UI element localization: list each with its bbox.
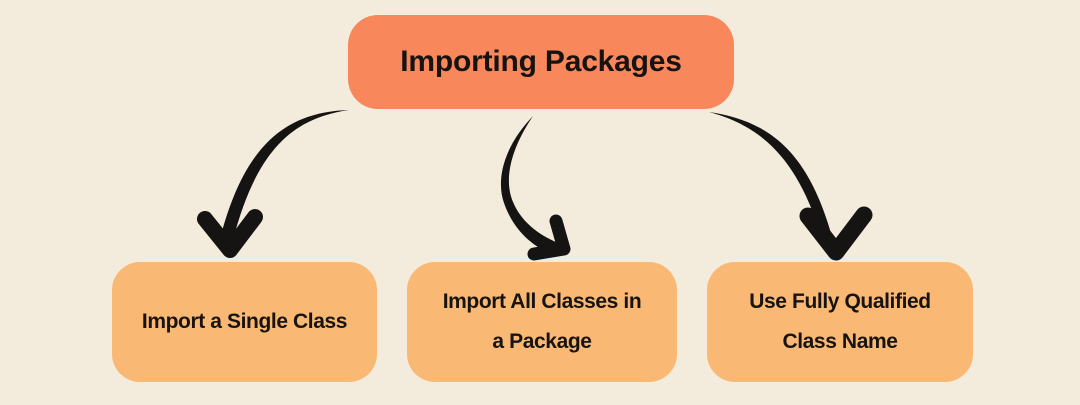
node-fully-qualified-name: Use Fully Qualified Class Name: [707, 262, 973, 382]
arrow-head-icon: [197, 209, 263, 258]
node-label: Importing Packages: [400, 45, 682, 78]
node-import-single-class: Import a Single Class: [112, 262, 377, 382]
node-label-line: a Package: [492, 330, 592, 353]
node-import-all-classes: Import All Classes in a Package: [407, 262, 677, 382]
arrow-head-icon: [527, 214, 571, 261]
arrow-body: [709, 112, 833, 240]
arrow-to-import-single-class: [197, 110, 349, 258]
node-label-line: Class Name: [782, 330, 898, 353]
arrow-body: [500, 116, 558, 254]
node-label-line: Import All Classes in: [442, 290, 642, 313]
node-importing-packages: Importing Packages: [348, 15, 734, 109]
arrow-body: [221, 110, 349, 240]
node-label-line: Import a Single Class: [141, 310, 348, 333]
arrow-to-import-all-classes: [500, 116, 571, 261]
node-label-line: Use Fully Qualified: [749, 290, 931, 313]
arrow-to-fully-qualified-name: [709, 112, 873, 261]
arrow-head-icon: [799, 206, 873, 261]
